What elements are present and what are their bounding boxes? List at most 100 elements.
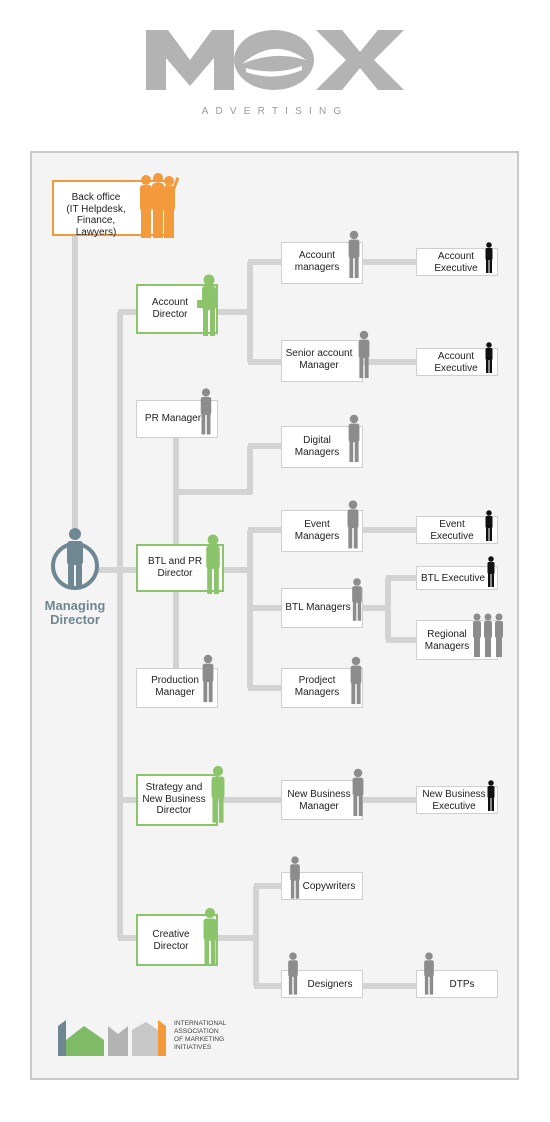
senior-account-manager-label: Senior account Manager bbox=[282, 348, 356, 371]
person-icon bbox=[350, 656, 362, 705]
person-icon bbox=[487, 556, 495, 587]
creative-director-line1: Creative bbox=[152, 929, 190, 940]
account-director-label: Account Director bbox=[140, 297, 200, 320]
back-office-label: Back office (IT Helpdesk, Finance, Lawye… bbox=[56, 192, 136, 238]
production-manager-line2: Manager bbox=[155, 686, 195, 698]
person-icon bbox=[197, 274, 216, 336]
event-managers-line2: Managers bbox=[294, 530, 340, 542]
account-director-line1: Account bbox=[151, 297, 189, 308]
strategy-director-line3: Director bbox=[156, 805, 192, 816]
strategy-director-line1: Strategy and bbox=[145, 782, 203, 793]
copywriters-line1: Copywriters bbox=[302, 881, 356, 892]
person-icon bbox=[290, 856, 300, 899]
back-office-line2: (IT Helpdesk, bbox=[66, 203, 126, 215]
person-icon bbox=[211, 765, 225, 823]
node-new-business-executive bbox=[416, 786, 498, 814]
person-icon bbox=[348, 414, 360, 463]
new-business-manager-line1: New Business bbox=[287, 789, 351, 800]
org-chart-panel bbox=[30, 151, 519, 1080]
person-icon bbox=[352, 578, 362, 621]
node-btl-managers bbox=[281, 588, 363, 628]
regional-managers-line1: Regional bbox=[427, 629, 467, 640]
new-business-manager-line2: Manager bbox=[299, 800, 339, 812]
account-exec-1-line1: Account bbox=[437, 251, 475, 262]
creative-director-label: Creative Director bbox=[140, 929, 202, 952]
designers-label: Designers bbox=[302, 979, 358, 991]
prodject-managers-line2: Managers bbox=[294, 686, 340, 698]
designers-line1: Designers bbox=[307, 979, 353, 990]
event-executive-line1: Event bbox=[439, 519, 465, 530]
production-manager-label: Production Manager bbox=[140, 675, 210, 698]
account-exec-2-line2: Executive bbox=[434, 362, 478, 374]
person-icon bbox=[206, 534, 220, 595]
person-icon bbox=[348, 230, 360, 279]
account-exec-2-line1: Account bbox=[437, 351, 475, 362]
node-dtps bbox=[416, 970, 498, 998]
node-btl-executive bbox=[416, 566, 498, 590]
event-managers-line1: Event bbox=[304, 519, 330, 530]
person-icon bbox=[487, 780, 495, 811]
mex-logo bbox=[146, 30, 404, 90]
logo-subtitle: ADVERTISING bbox=[201, 106, 349, 117]
new-business-executive-line1: New Business bbox=[422, 789, 486, 800]
back-office-line1: Back office bbox=[71, 192, 121, 203]
person-in-circle-icon bbox=[51, 528, 99, 590]
person-icon bbox=[352, 768, 364, 817]
person-icon bbox=[288, 952, 298, 995]
iami-line2: ASSOCIATION bbox=[174, 1028, 219, 1035]
node-account-executive-2 bbox=[416, 348, 498, 376]
production-manager-line1: Production bbox=[151, 675, 199, 686]
prodject-managers-label: Prodject Managers bbox=[284, 675, 350, 698]
pr-manager-line1: PR Manager bbox=[144, 413, 202, 424]
prodject-managers-line1: Prodject bbox=[298, 675, 336, 686]
person-icon bbox=[200, 388, 212, 435]
iami-line4: INITIATIVES bbox=[174, 1044, 212, 1051]
digital-managers-label: Digital Managers bbox=[284, 435, 350, 458]
account-director-line2: Director bbox=[152, 308, 188, 320]
person-icon bbox=[203, 907, 217, 965]
digital-managers-line2: Managers bbox=[294, 446, 340, 458]
btl-executive-label: BTL Executive bbox=[418, 573, 488, 585]
node-event-executive bbox=[416, 516, 498, 544]
node-account-executive-1 bbox=[416, 248, 498, 276]
person-icon bbox=[485, 242, 493, 273]
pr-manager-label: PR Manager bbox=[140, 413, 206, 425]
managing-director-label: Managing Director bbox=[34, 599, 116, 627]
new-business-executive-line2: Executive bbox=[432, 800, 476, 812]
copywriters-label: Copywriters bbox=[298, 881, 360, 893]
new-business-manager-label: New Business Manager bbox=[284, 789, 354, 812]
node-prodject-managers bbox=[281, 668, 363, 708]
btl-pr-director-label: BTL and PR Director bbox=[140, 556, 210, 579]
btl-pr-director-line1: BTL and PR bbox=[147, 556, 203, 567]
strategy-director-line2: New Business bbox=[142, 793, 206, 805]
senior-account-manager-line2: Manager bbox=[299, 359, 339, 371]
person-icon bbox=[485, 510, 493, 541]
account-managers-line1: Account bbox=[298, 250, 336, 261]
senior-account-manager-line1: Senior account bbox=[285, 348, 353, 359]
node-regional-managers bbox=[416, 620, 498, 660]
btl-pr-director-line2: Director bbox=[157, 567, 193, 579]
btl-executive-line1: BTL Executive bbox=[420, 573, 486, 584]
person-icon bbox=[358, 330, 370, 379]
account-executive-2-label: Account Executive bbox=[420, 351, 492, 374]
account-executive-1-label: Account Executive bbox=[420, 251, 492, 274]
back-office-line3: Finance, Lawyers) bbox=[75, 215, 117, 238]
strategy-director-label: Strategy and New Business Director bbox=[138, 782, 210, 817]
btl-managers-label: BTL Managers bbox=[284, 602, 352, 614]
iami-line1: INTERNATIONAL bbox=[174, 1020, 227, 1027]
account-exec-1-line2: Executive bbox=[434, 262, 478, 274]
digital-managers-line1: Digital bbox=[303, 435, 331, 446]
people-group-icon bbox=[473, 613, 503, 657]
new-business-executive-label: New Business Executive bbox=[418, 789, 490, 812]
person-icon bbox=[424, 952, 434, 995]
regional-managers-label: Regional Managers bbox=[418, 629, 476, 652]
account-managers-line2: managers bbox=[294, 261, 340, 273]
dtps-line1: DTPs bbox=[449, 979, 475, 990]
account-managers-label: Account managers bbox=[284, 250, 350, 273]
event-executive-line2: Executive bbox=[430, 530, 474, 542]
md-line1: Managing bbox=[44, 598, 106, 613]
event-executive-label: Event Executive bbox=[420, 519, 484, 542]
iami-line3: OF MARKETING bbox=[174, 1036, 225, 1043]
regional-managers-line2: Managers bbox=[424, 640, 470, 652]
